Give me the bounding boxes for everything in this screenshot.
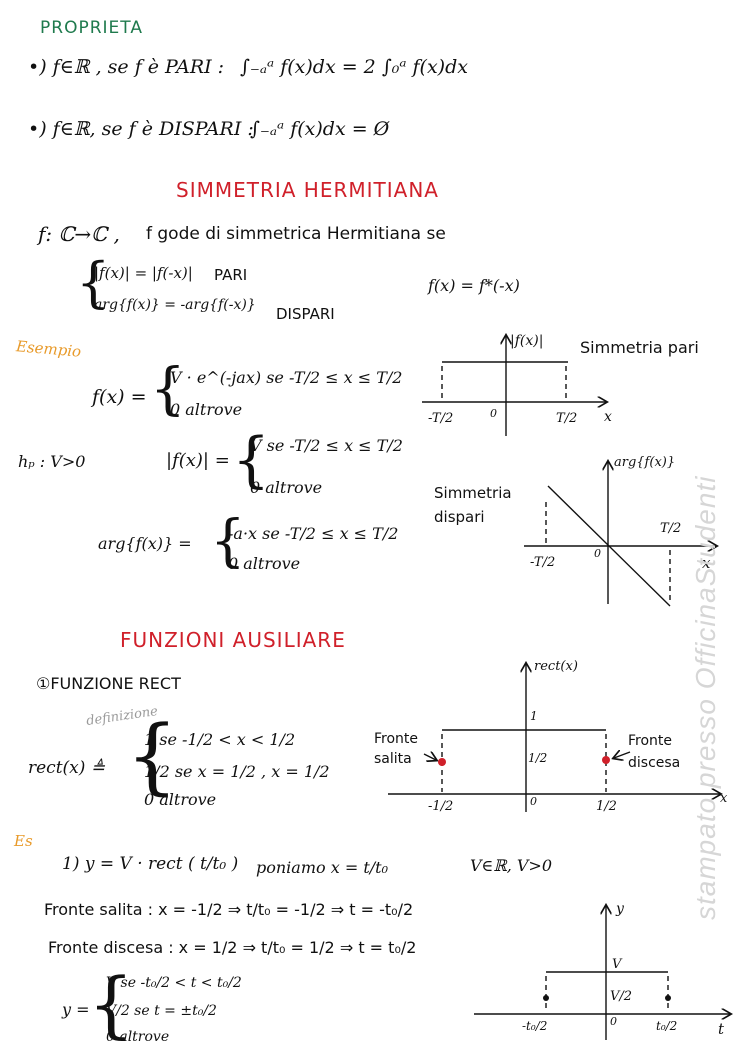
watermark: stampato presso OfficinaStudenti [690,475,721,920]
graph-rect-arrow-left [423,754,436,760]
esempio-mod-case1: V se -T/2 ≤ x ≤ T/2 [250,436,403,455]
es-salita: Fronte salita : x = -1/2 ⇒ t/t₀ = -1/2 ⇒… [44,900,414,919]
es-y-case3: 0 altrove [106,1029,170,1045]
graph-rect-front-left-2: salita [374,751,412,767]
graph-es-dot-right [665,995,671,1001]
es-y-case2: V/2 se t = ±t₀/2 [106,1003,217,1019]
graph-dispari [524,462,716,607]
hermitiana-cond2: arg{f(x)} = -arg{f(-x)} [94,297,256,313]
graph-dispari-ramp [547,485,671,607]
esempio-mod-brace: { [232,425,271,495]
graph-rect-level-one: 1 [530,709,538,723]
hermitiana-relation: f(x) = f*(-x) [428,276,520,295]
ausiliare-subtitle: ①FUNZIONE RECT [36,674,181,693]
graph-pari-tick-left: -T/2 [428,411,454,426]
es-discesa: Fronte discesa : x = 1/2 ⇒ t/t₀ = 1/2 ⇒ … [48,938,417,957]
hermitiana-cond2-label: DISPARI [276,305,335,323]
esempio-mod-case2: 0 altrove [250,478,323,497]
graph-dispari-tick-zero: 0 [594,547,601,560]
rect-brace: { [126,709,179,804]
es-y-brace: { [88,962,134,1046]
esempio-arg-lhs: arg{f(x)} = [98,534,192,553]
graph-pari-caption: Simmetria pari [580,338,699,357]
rect-case1: 1 se -1/2 < x < 1/2 [144,730,296,749]
graph-rect-arrow-right [614,752,631,758]
proprieta-line2-lead: •) f∈ℝ, se f è DISPARI : [28,118,254,140]
es-y-lhs: y = [62,1000,90,1019]
esempio-f-case2: 0 altrove [170,400,243,419]
esempio-hp: hₚ : V>0 [18,452,86,471]
esempio-mod-lhs: |f(x)| = [166,450,230,471]
graph-pari-tick-right: T/2 [556,411,578,426]
graph-es-tick-right: t₀/2 [656,1019,678,1033]
graph-dispari-tick-left: -T/2 [530,555,556,570]
graph-dispari-xlabel: x [702,554,711,572]
graph-es-ylabel: y [616,901,624,917]
proprieta-line1-formula: ∫₋ₐᵃ f(x)dx = 2 ∫₀ᵃ f(x)dx [240,56,468,78]
graph-es-tick-left: -t₀/2 [522,1019,548,1033]
es-label: Es [14,832,33,850]
hermitiana-brace: { [76,251,111,314]
proprieta-line1-lead: •) f∈ℝ , se f è PARI : [28,56,225,78]
graph-es-dot-left [543,995,549,1001]
graph-dispari-caption-2: dispari [434,508,485,526]
graph-dispari-caption-1: Simmetria [434,484,512,502]
es-y-case1: V se -t₀/2 < t < t₀/2 [106,975,242,991]
esempio-f-lhs: f(x) = [92,386,147,408]
hermitiana-cond1-label: PARI [214,266,248,284]
es-line1-right: V∈ℝ, V>0 [470,856,553,875]
graph-pari [422,336,606,436]
graph-rect [388,664,720,812]
graph-pari-xlabel: x [604,409,612,425]
proprieta-title: PROPRIETA [40,18,143,38]
rect-case2: 1/2 se x = 1/2 , x = 1/2 [144,762,330,781]
graph-es-xlabel: t [718,1020,725,1038]
graph-rect-front-right-1: Fronte [628,733,673,749]
rect-lhs: rect(x) ≜ [28,758,106,778]
esempio-f-brace: { [150,357,186,422]
graph-rect-tick-right: 1/2 [596,799,617,814]
hermitiana-intro: f gode di simmetrica Hermitiana se [146,224,446,244]
graph-rect-xlabel: x [720,791,728,806]
hermitiana-title: SIMMETRIA HERMITIANA [176,178,439,202]
hermitiana-cond1: |f(x)| = |f(-x)| [94,264,193,282]
rect-case3: 0 altrove [144,790,217,809]
graph-rect-ylabel: rect(x) [534,659,578,674]
graph-pari-tick-zero: 0 [490,407,497,420]
es-line1: 1) y = V · rect ( t/t₀ ) [62,854,239,874]
graph-rect-tick-zero: 0 [530,795,537,808]
esempio-arg-brace: { [210,509,246,574]
hermitiana-map: f: ℂ→ℂ , [38,222,120,246]
graph-es-level-v: V [612,957,622,972]
graph-rect-dot-right [602,756,610,764]
ausiliare-title: FUNZIONI AUSILIARE [120,628,346,652]
graph-rect-dot-left [438,758,446,766]
graph-dispari-ylabel: arg{f(x)} [614,455,676,470]
graph-dispari-tick-right: T/2 [660,521,682,536]
graph-es-level-half: V/2 [610,989,633,1004]
graph-rect-tick-left: -1/2 [428,799,454,814]
graph-rect-front-left-1: Fronte [374,731,419,747]
esempio-arg-case2: 0 altrove [228,554,301,573]
proprieta-line2-formula: ∫₋ₐᵃ f(x)dx = Ø [250,118,390,140]
es-line1-mid: poniamo x = t/t₀ [256,858,388,877]
graph-pari-ylabel: |f(x)| [510,333,544,349]
esempio-f-case1: V · e^(-jax) se -T/2 ≤ x ≤ T/2 [170,368,403,387]
graph-es-tick-zero: 0 [610,1015,617,1028]
graph-es [474,906,730,1040]
esempio-arg-case1: -a·x se -T/2 ≤ x ≤ T/2 [228,524,399,543]
graph-rect-front-right-2: discesa [628,755,681,771]
graph-rect-level-half: 1/2 [528,751,548,765]
